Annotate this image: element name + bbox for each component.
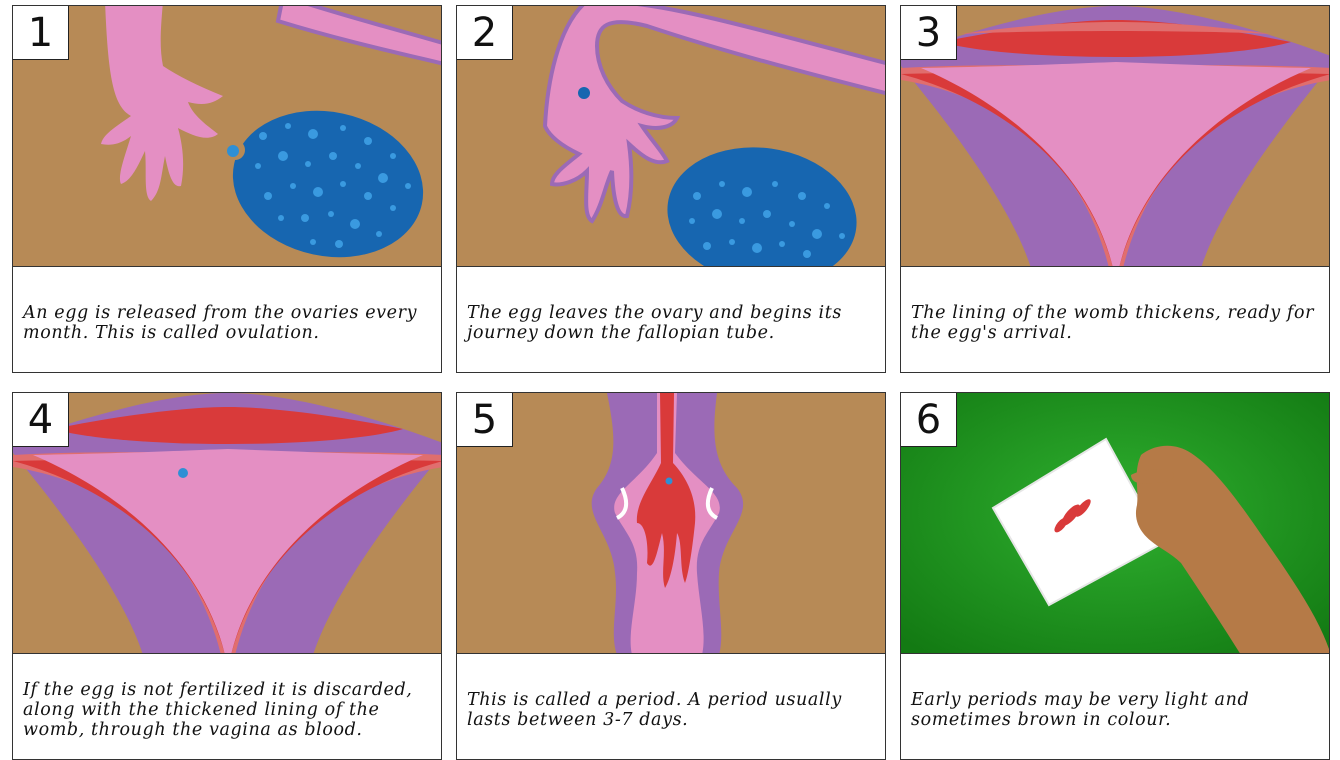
panel-3: 3 The lining of the womb thickens, ready…: [900, 5, 1330, 373]
hand-tissue-drawing: [901, 393, 1330, 654]
panel-number: 5: [457, 393, 513, 447]
panel-caption: An egg is released from the ovaries ever…: [12, 267, 442, 373]
egg-in-tube-illustration: 2: [456, 5, 886, 267]
womb-egg-drawing: [13, 393, 442, 654]
panel-number: 6: [901, 393, 957, 447]
ovulation-illustration: 1: [12, 5, 442, 267]
panel-6: 6 Early periods may be very light and so…: [900, 392, 1330, 760]
ovary-tube-drawing: [13, 6, 442, 267]
panel-1: 1 An egg is released from the ovaries ev…: [12, 5, 442, 373]
period-illustration: 5: [456, 392, 886, 654]
vagina-bleeding-drawing: [457, 393, 886, 654]
panel-5: 5 This is called a period. A period usua…: [456, 392, 886, 760]
panel-4: 4 If the egg is not fertilized it is dis…: [12, 392, 442, 760]
panel-number: 3: [901, 6, 957, 60]
egg-tube-drawing: [457, 6, 886, 267]
panel-number: 4: [13, 393, 69, 447]
panel-caption: This is called a period. A period usuall…: [456, 654, 886, 760]
panel-caption: Early periods may be very light and some…: [900, 654, 1330, 760]
panel-caption: The egg leaves the ovary and begins its …: [456, 267, 886, 373]
panel-2: 2 The egg leaves the ovary and begins it…: [456, 5, 886, 373]
light-period-illustration: 6: [900, 392, 1330, 654]
womb-lining-illustration: 3: [900, 5, 1330, 267]
panel-number: 1: [13, 6, 69, 60]
panel-caption: The lining of the womb thickens, ready f…: [900, 267, 1330, 373]
panel-number: 2: [457, 6, 513, 60]
womb-thickening-drawing: [901, 6, 1330, 267]
egg-discarded-illustration: 4: [12, 392, 442, 654]
panel-caption: If the egg is not fertilized it is disca…: [12, 654, 442, 760]
